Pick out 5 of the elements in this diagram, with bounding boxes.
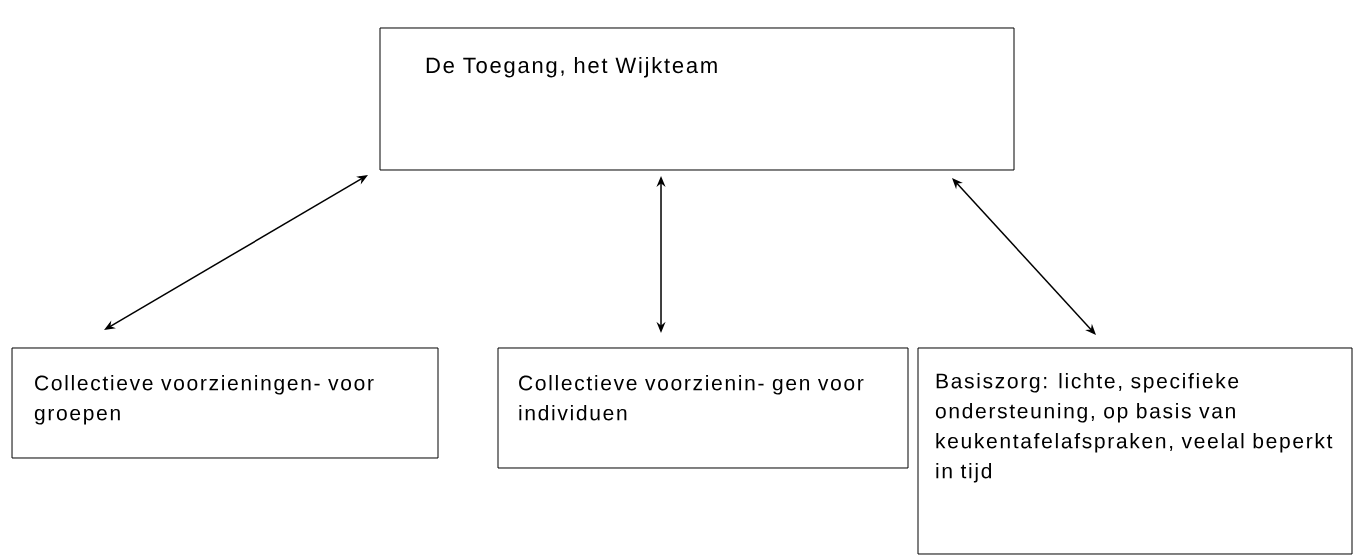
text-box: Basiszorg: lichte, specifieke ondersteuning, op basis van keukentafelafspraken, veelal beperkt in tijd	[917, 347, 1353, 555]
text-box: De Toegang, het Wijkteam	[379, 27, 1015, 171]
text-box: Collectieve voorzieningen- voor groepen	[11, 347, 439, 459]
text-box: Collectieve voorzienin- gen voor individuen	[497, 347, 909, 469]
double-arrow	[952, 178, 1096, 335]
